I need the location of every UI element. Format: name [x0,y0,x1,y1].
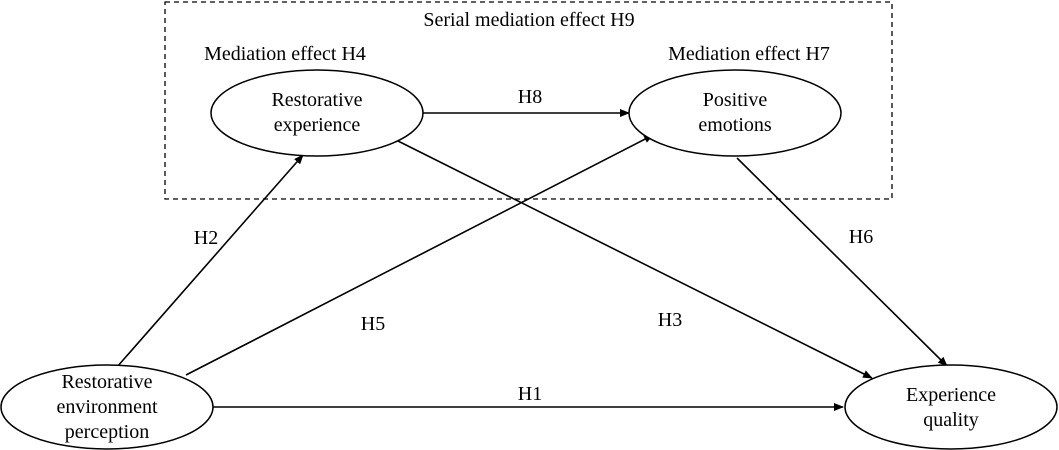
serial-mediation-label: Serial mediation effect H9 [423,9,634,31]
edge-label-h2: H2 [194,227,218,249]
node-positive-emotions-line-2: emotions [698,114,772,136]
edge-label-h3: H3 [658,309,682,331]
edge-label-h5: H5 [361,313,385,335]
node-experience-quality-line-1: Experience [906,384,996,406]
edge-h5 [185,134,654,376]
node-positive-emotions: Positive emotions [628,69,842,157]
node-restorative-experience-line-1: Restorative [271,89,362,111]
edge-label-h6: H6 [849,226,873,248]
node-experience-quality-line-2: quality [923,409,979,431]
edge-h6 [736,157,948,367]
node-restorative-experience-line-2: experience [274,114,361,136]
node-experience-quality: Experience quality [844,364,1058,450]
node-positive-emotions-line-1: Positive [703,89,768,111]
mediation-h4-label: Mediation effect H4 [204,43,366,65]
node-environment-perception-line-3: perception [65,421,149,443]
node-environment-perception-line-2: environment [56,396,158,418]
node-restorative-experience: Restorative experience [210,69,424,157]
edge-h3 [397,140,873,379]
node-environment-perception: Restorative environment perception [0,364,214,450]
edge-label-h1: H1 [518,383,542,405]
mediation-h7-label: Mediation effect H7 [668,43,830,65]
edge-label-h8: H8 [518,86,542,108]
node-environment-perception-line-1: Restorative [61,371,152,393]
edge-h2 [116,154,304,368]
